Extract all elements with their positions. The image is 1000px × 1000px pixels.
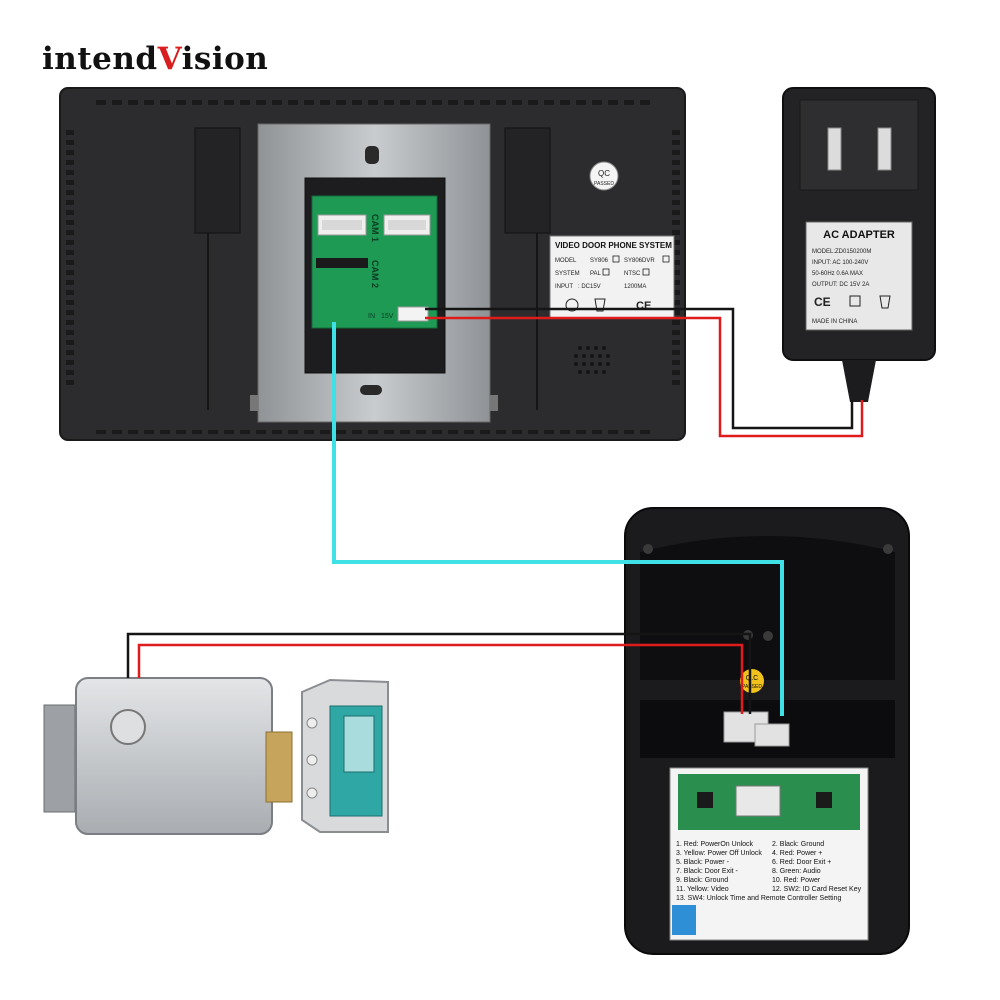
wiring-legend-item: 13. SW4: Unlock Time and Remote Controll… [676, 895, 841, 902]
wiring-legend-item: 9. Black: Ground [676, 877, 728, 884]
port-15v-label: 15V [381, 313, 394, 320]
black-lock-wire [126, 632, 752, 714]
red-lock-wire [137, 643, 744, 714]
cyan-signal-wire [332, 322, 784, 716]
ac-adapter: AC ADAPTER MODEL:ZD0150200M INPUT: AC 10… [782, 87, 936, 402]
screw-icon [763, 631, 773, 641]
wiring-legend-left: 1. Red: PowerOn Unlock 3. Yellow: Power O… [676, 841, 841, 902]
monitor-left-vents [66, 130, 74, 390]
svg-text:MODEL: MODEL [555, 258, 577, 264]
wiring-legend-item: 6. Red: Door Exit + [772, 859, 831, 866]
wiring-legend-item: 1. Red: PowerOn Unlock [676, 841, 754, 848]
screw-icon [306, 717, 318, 729]
wiring-legend-item: 12. SW2: ID Card Reset Key [772, 886, 862, 893]
screw-icon [883, 544, 893, 554]
svg-text:SY806: SY806 [590, 258, 609, 264]
door-wiring-label: 1. Red: PowerOn Unlock 3. Yellow: Power O… [669, 767, 869, 941]
wiring-legend-item: 11. Yellow: Video [676, 886, 729, 893]
svg-text:PASSED: PASSED [594, 181, 614, 187]
cam1-connector-a [317, 214, 367, 236]
svg-text:SYSTEM: SYSTEM [555, 271, 580, 277]
strike-plate-opening [343, 715, 375, 773]
monitor-rear-panel: QC PASSED VIDEO DOOR PHONE SYSTEM MODEL … [59, 87, 686, 441]
spec-title: VIDEO DOOR PHONE SYSTEM [555, 241, 672, 250]
electric-lock [43, 677, 293, 835]
power-port [397, 306, 429, 322]
lock-keyhole-cylinder [110, 709, 146, 745]
svg-text:MADE IN CHINA: MADE IN CHINA [812, 319, 857, 325]
door-label-sticker [672, 905, 696, 935]
monitor-top-vents [92, 96, 652, 106]
screw-icon [306, 754, 318, 766]
cam2-connector [316, 258, 368, 268]
waste-bin-icon [594, 298, 606, 312]
svg-text:PASSED: PASSED [742, 684, 762, 690]
wiring-legend-item: 8. Green: Audio [772, 868, 821, 875]
svg-text:INPUT: INPUT [555, 284, 573, 290]
monitor-right-hook [504, 127, 551, 234]
door-camera-unit: Q.C PASSED 1. Red: PowerOn Unlock 3. Yell… [624, 507, 910, 955]
screw-icon [306, 787, 318, 799]
wiring-legend-item: 3. Yellow: Power Off Unlock [676, 850, 762, 857]
cam1-connector-b [383, 214, 431, 236]
svg-text:NTSC: NTSC [624, 271, 641, 277]
wiring-legend-item: 4. Red: Power + [772, 850, 822, 857]
wiring-legend-right: 2. Black: Ground 4. Red: Power + 6. Red: D… [772, 841, 862, 893]
door-unit-recess [640, 536, 895, 680]
lock-side-plate [43, 704, 76, 813]
black-power-wire [425, 307, 854, 430]
bracket-slot-top [365, 146, 379, 164]
wiring-legend-item: 5. Black: Power - [676, 859, 730, 866]
screw-icon [643, 544, 653, 554]
svg-text:QC: QC [598, 169, 610, 178]
wires [126, 307, 864, 716]
double-insulation-icon [849, 295, 861, 307]
speaker-grille [574, 346, 610, 374]
monitor-bottom-vents [92, 426, 652, 434]
waste-bin-icon [879, 295, 891, 309]
monitor-spec-label: VIDEO DOOR PHONE SYSTEM MODEL SY806 SY80… [549, 235, 675, 319]
door-connector-right [754, 723, 790, 747]
lock-strike-plate [301, 678, 389, 833]
cam1-label: CAM 1 [370, 214, 380, 242]
svg-text:SY806DVR: SY806DVR [624, 258, 655, 264]
monitor-circuit-board: CAM 1 CAM 2 IN 15V [311, 195, 438, 329]
adapter-cable-strain-relief [842, 360, 876, 402]
door-qc-sticker: Q.C PASSED [740, 669, 764, 693]
svg-text:MODEL:ZD0150200M: MODEL:ZD0150200M [812, 249, 871, 255]
wiring-legend-item: 2. Black: Ground [772, 841, 824, 848]
adapter-label [805, 221, 913, 331]
brand-logo: intendVision [42, 41, 269, 77]
wiring-legend-item: 7. Black: Door Exit - [676, 868, 739, 875]
lock-latch-bolt [265, 731, 293, 803]
bracket-slot-bottom [360, 385, 382, 395]
monitor-left-hook [194, 127, 241, 234]
port-in-label: IN [368, 313, 375, 320]
svg-text:1200MA: 1200MA [624, 284, 646, 290]
cam2-label: CAM 2 [370, 260, 380, 288]
svg-text:CE: CE [814, 295, 831, 309]
svg-text:Q.C: Q.C [746, 675, 758, 682]
plug-prong-right [877, 127, 892, 171]
wiring-legend-item: 10. Red: Power [772, 877, 821, 884]
recycle-icon [565, 298, 579, 312]
svg-text:: DC15V: : DC15V [578, 284, 601, 290]
red-power-wire [425, 316, 864, 438]
qc-sticker: QC PASSED [589, 161, 619, 191]
svg-text:50-60Hz 0.6A MAX: 50-60Hz 0.6A MAX [812, 271, 863, 277]
svg-text:PAL: PAL [590, 271, 602, 277]
adapter-plug-face [799, 99, 919, 191]
plug-prong-left [827, 127, 842, 171]
svg-text:AC ADAPTER: AC ADAPTER [823, 229, 895, 241]
lock-body [75, 677, 273, 835]
monitor-right-vents [672, 130, 680, 390]
svg-text:INPUT: AC 100-240V: INPUT: AC 100-240V [812, 260, 868, 266]
svg-text:OUTPUT: DC 15V 2A: OUTPUT: DC 15V 2A [812, 282, 869, 288]
